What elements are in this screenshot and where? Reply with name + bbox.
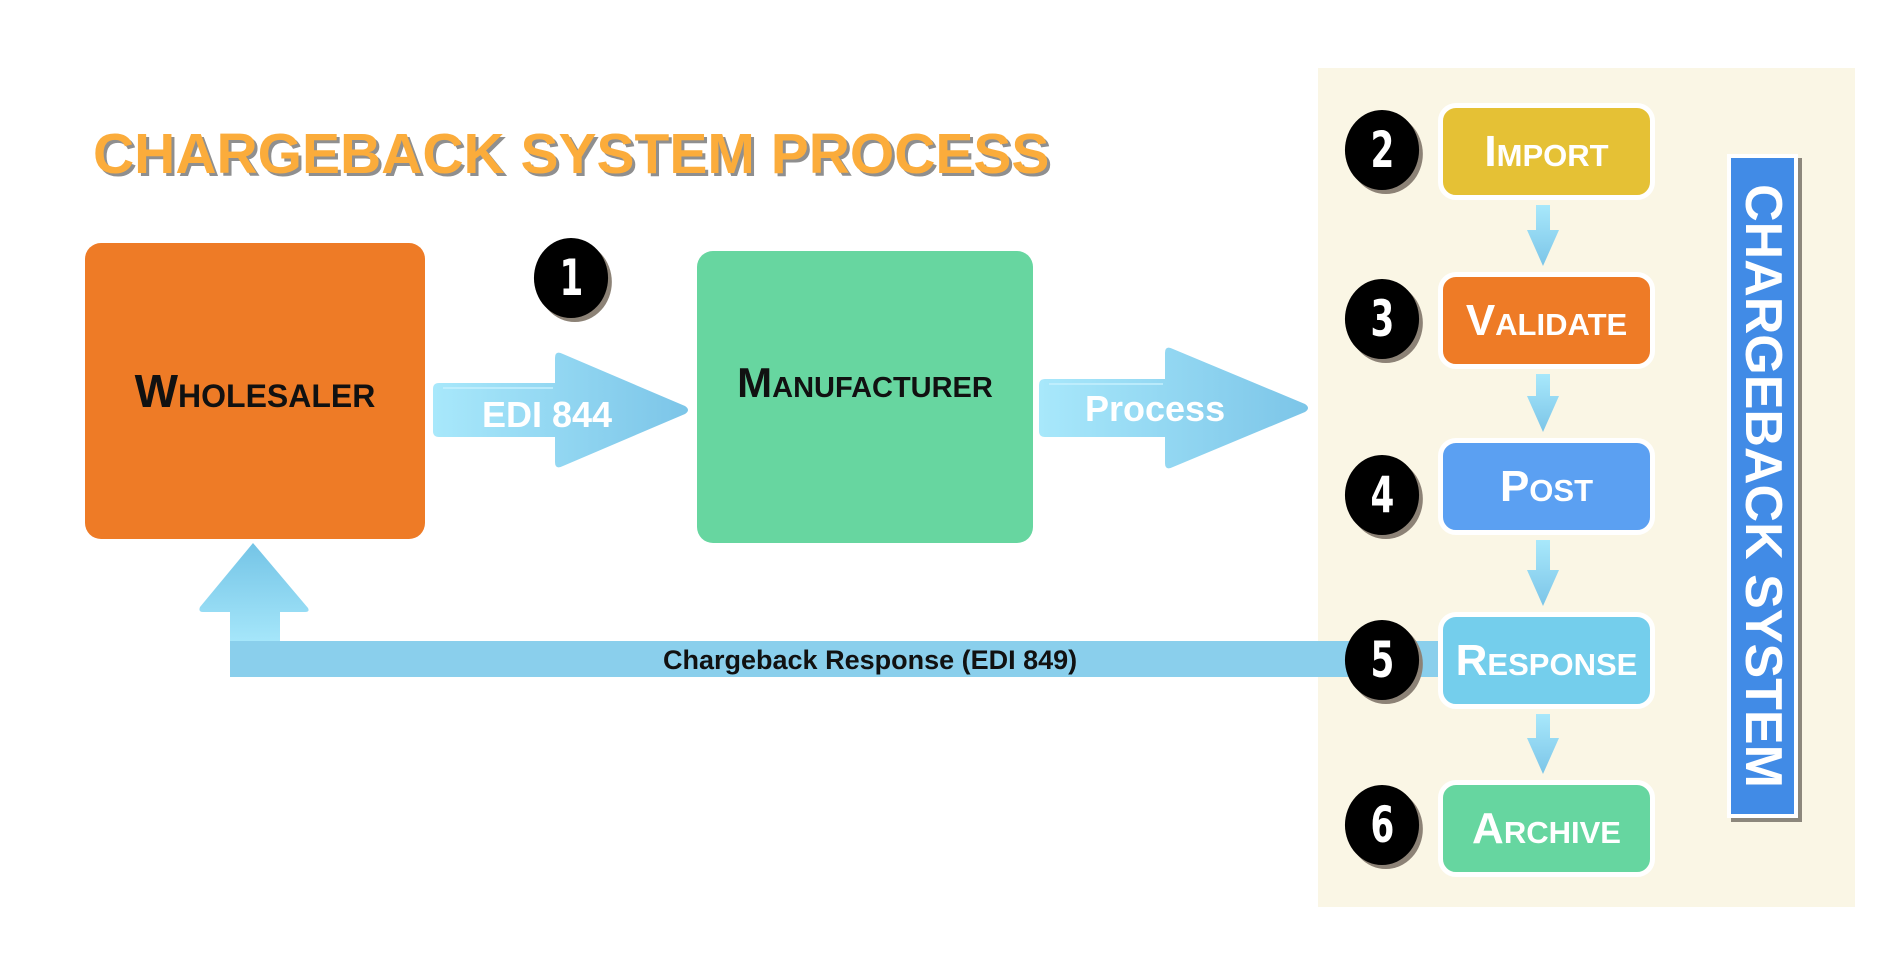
step-import-label: Import bbox=[1484, 126, 1609, 176]
response-label: Chargeback Response (EDI 849) bbox=[663, 645, 1078, 675]
up-arrow-head bbox=[199, 543, 309, 641]
process-arrow-icon bbox=[1039, 347, 1308, 469]
step-post-label: Post bbox=[1499, 461, 1594, 511]
down-arrow-icon bbox=[1527, 540, 1559, 606]
manufacturer-box: Manufacturer bbox=[697, 251, 1033, 543]
step-2-badge: 2 bbox=[1344, 110, 1420, 190]
step-response-box: Response bbox=[1438, 612, 1655, 709]
edi-844-label: EDI 844 bbox=[482, 394, 613, 435]
chargeback-system-label-box: CHARGEBACK SYSTEM bbox=[1727, 154, 1798, 818]
step-3-badge: 3 bbox=[1344, 279, 1420, 359]
process-label: Process bbox=[1085, 388, 1226, 429]
step-import-box: Import bbox=[1438, 103, 1655, 200]
manufacturer-label: Manufacturer bbox=[737, 359, 993, 406]
step-archive-label: Archive bbox=[1472, 803, 1621, 853]
response-bar bbox=[230, 641, 1438, 677]
step-1-badge: 1 bbox=[533, 238, 609, 318]
step-validate-label: Validate bbox=[1465, 295, 1628, 345]
wholesaler-box: Wholesaler bbox=[85, 243, 425, 539]
step-archive-box: Archive bbox=[1438, 780, 1655, 877]
wholesaler-label: Wholesaler bbox=[134, 365, 376, 417]
step-6-badge: 6 bbox=[1344, 785, 1420, 865]
step-response-label: Response bbox=[1455, 635, 1638, 685]
down-arrow-icon bbox=[1527, 374, 1559, 432]
down-arrow-icon bbox=[1527, 714, 1559, 774]
step-5-badge: 5 bbox=[1344, 620, 1420, 700]
diagram-title: CHARGEBACK SYSTEM PROCESS bbox=[93, 122, 1050, 186]
chargeback-system-label: CHARGEBACK SYSTEM bbox=[1733, 184, 1792, 788]
step-4-badge: 4 bbox=[1344, 455, 1420, 535]
step-post-box: Post bbox=[1438, 438, 1655, 535]
step-validate-box: Validate bbox=[1438, 272, 1655, 369]
edi-844-arrow-icon bbox=[433, 352, 688, 468]
down-arrow-icon bbox=[1527, 205, 1559, 266]
